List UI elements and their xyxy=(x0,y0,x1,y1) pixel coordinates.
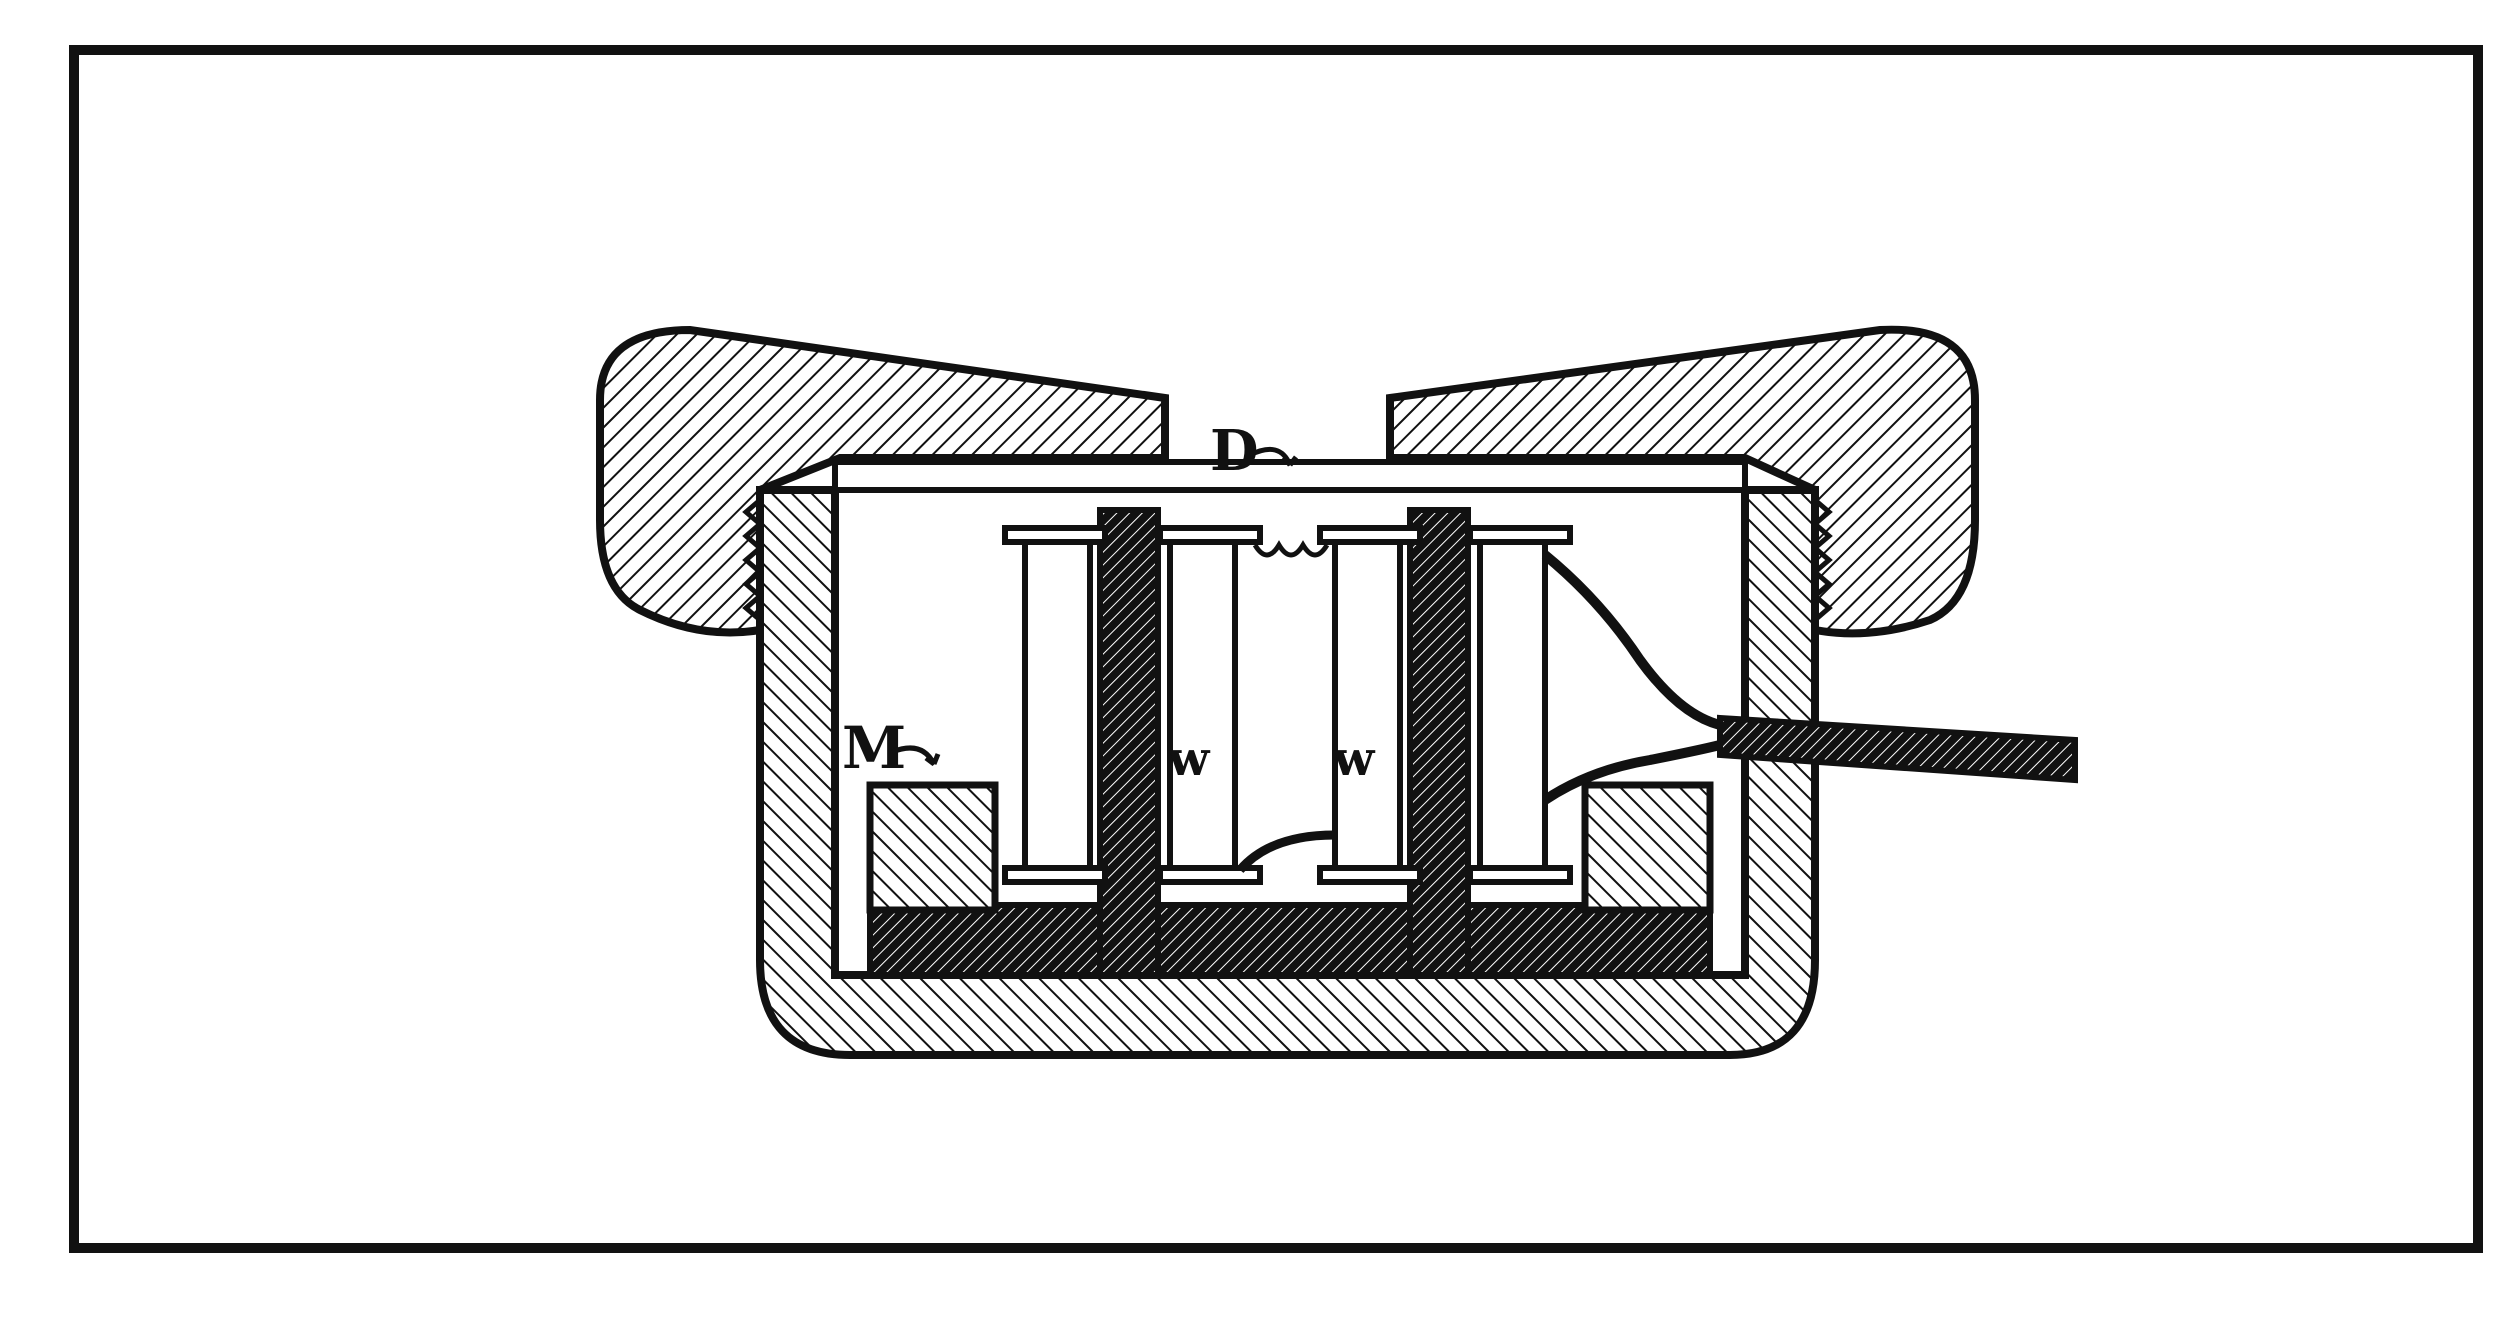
coil-connector-top xyxy=(1252,540,1330,558)
lead-wire-lower xyxy=(1542,740,1722,805)
coil-spool-inner-right xyxy=(1317,525,1423,885)
arrow-diaphragm xyxy=(1248,446,1298,467)
thread-left xyxy=(742,498,764,622)
receiver-case xyxy=(756,486,1819,1059)
coil-spool-inner-left xyxy=(1157,525,1263,885)
receiver-cord xyxy=(1717,714,2078,784)
magnet-block-left xyxy=(866,781,999,914)
label-winding-left: w xyxy=(1167,731,1211,787)
diaphragm xyxy=(832,459,1748,493)
label-diaphragm: D xyxy=(1210,418,1259,484)
lead-wire-upper xyxy=(1541,551,1722,730)
coil-spool-outer-left xyxy=(1002,525,1108,885)
ear-cap-left xyxy=(596,325,1169,637)
coil-spool-outer-right xyxy=(1467,525,1573,885)
coil-connector-bottom xyxy=(1236,830,1336,874)
magnet-base xyxy=(867,902,1713,978)
pole-piece-left xyxy=(1097,507,1161,978)
label-winding-right: w xyxy=(1332,731,1376,787)
arrow-magnet xyxy=(891,745,941,766)
pole-piece-right xyxy=(1407,507,1471,978)
thread-right xyxy=(1811,498,1833,622)
figure-frame xyxy=(69,45,2483,1253)
magnet-block-right xyxy=(1581,781,1714,914)
label-magnet: M xyxy=(842,714,906,782)
